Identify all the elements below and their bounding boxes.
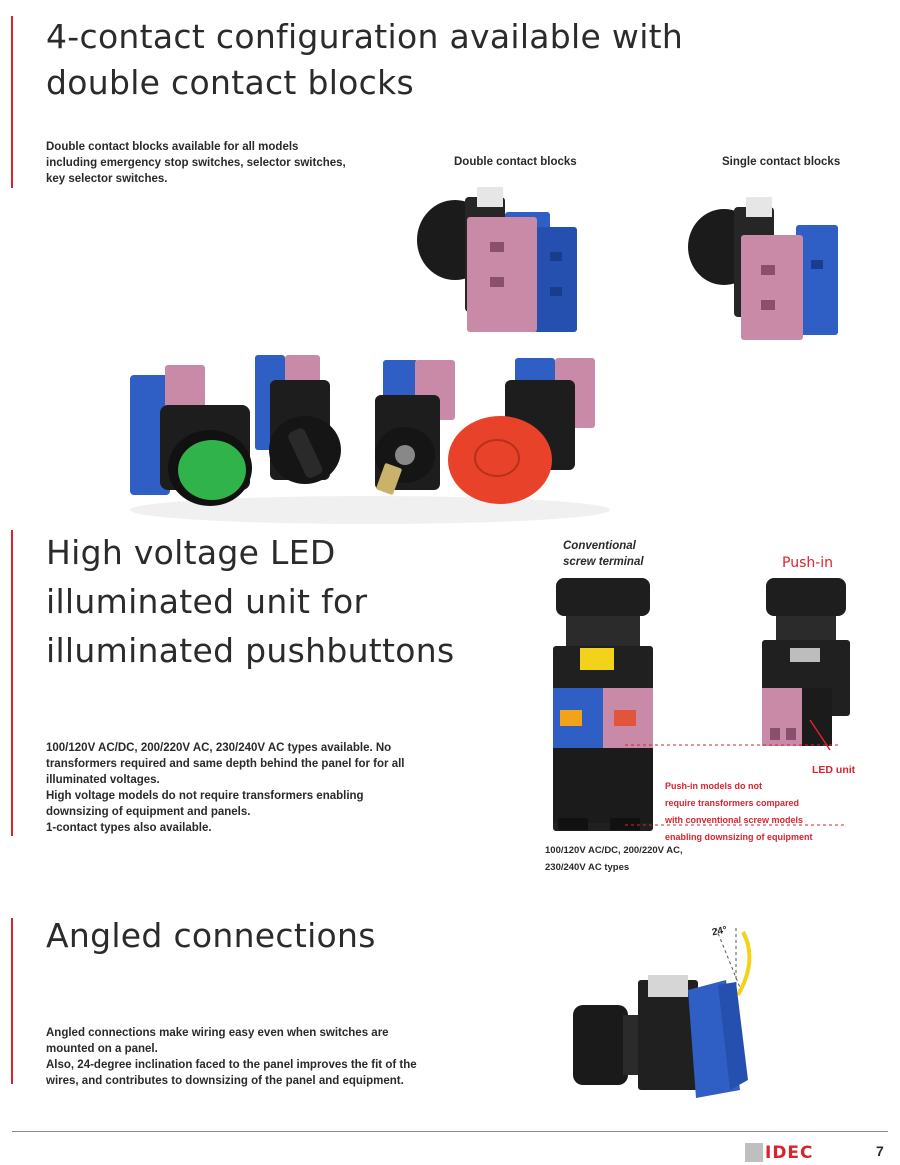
note-line: require transformers compared	[665, 798, 800, 808]
body-line: transformers required and same depth beh…	[46, 758, 405, 770]
section-accent-bar	[11, 918, 13, 1084]
section-accent-bar	[11, 16, 13, 188]
label-led-unit: LED unit	[812, 764, 856, 776]
label-push-in: Push-in	[782, 555, 834, 571]
section-title-4-contact: 4-contact configuration available with d…	[46, 14, 683, 106]
idec-logo-mark	[745, 1143, 763, 1162]
section-body-angled-connections: Angled connections make wiring easy even…	[46, 1025, 417, 1089]
label-line: screw terminal	[563, 556, 644, 568]
footer-divider	[12, 1131, 888, 1132]
idec-logo-text: IDEC	[765, 1142, 814, 1163]
switch-lineup-image	[130, 355, 610, 524]
voltage-line: 100/120V AC/DC, 200/220V AC,	[545, 845, 683, 856]
single-contact-block-switch-image	[688, 197, 838, 340]
caption-double-contact-blocks: Double contact blocks	[454, 156, 577, 168]
section-accent-bar	[11, 530, 13, 836]
push-in-switch-image	[762, 578, 850, 746]
body-line: wires, and contributes to downsizing of …	[46, 1075, 404, 1087]
selector-switch	[255, 355, 341, 484]
body-line: downsizing of equipment and panels.	[46, 806, 251, 818]
section-title-high-voltage-led: High voltage LED illuminated unit for il…	[46, 528, 454, 675]
emergency-stop-switch	[448, 358, 595, 504]
voltage-types-label: 100/120V AC/DC, 200/220V AC, 230/240V AC…	[545, 842, 683, 876]
note-push-in-advantage: Push-in models do not require transforme…	[665, 778, 813, 846]
label-conventional-screw-terminal: Conventional screw terminal	[563, 538, 644, 570]
conventional-screw-terminal-switch-image	[553, 578, 653, 831]
title-line: illuminated unit for	[46, 582, 368, 621]
section-title-angled-connections: Angled connections	[46, 916, 376, 955]
section-body-high-voltage-led: 100/120V AC/DC, 200/220V AC, 230/240V AC…	[46, 740, 404, 836]
double-contact-block-switch-image	[417, 187, 577, 332]
body-line: 1-contact types also available.	[46, 822, 212, 834]
note-line: enabling downsizing of equipment	[665, 832, 813, 842]
body-line: Angled connections make wiring easy even…	[46, 1027, 389, 1039]
body-line: 100/120V AC/DC, 200/220V AC, 230/240V AC…	[46, 742, 392, 754]
body-line: key selector switches.	[46, 173, 168, 185]
angled-connection-switch-image	[573, 927, 752, 1098]
green-pushbutton-switch	[130, 365, 252, 506]
title-line: double contact blocks	[46, 63, 414, 102]
section-body-4-contact: Double contact blocks available for all …	[46, 139, 346, 187]
body-line: mounted on a panel.	[46, 1043, 158, 1055]
body-line: illuminated voltages.	[46, 774, 160, 786]
caption-single-contact-blocks: Single contact blocks	[722, 156, 841, 168]
title-line: High voltage LED	[46, 533, 336, 572]
annotation-lines	[625, 719, 845, 826]
note-line: Push-in models do not	[665, 781, 762, 791]
body-line: Double contact blocks available for all …	[46, 141, 299, 153]
idec-logo: IDEC	[745, 1142, 814, 1163]
body-line: High voltage models do not require trans…	[46, 790, 364, 802]
body-line: including emergency stop switches, selec…	[46, 157, 346, 169]
page-number: 7	[876, 1143, 884, 1159]
label-line: Conventional	[563, 540, 636, 552]
body-line: Also, 24-degree inclination faced to the…	[46, 1059, 417, 1071]
key-selector-switch	[375, 360, 455, 495]
voltage-line: 230/240V AC types	[545, 862, 630, 873]
note-line: with conventional screw models	[665, 815, 804, 825]
title-line: 4-contact configuration available with	[46, 17, 684, 56]
title-line: illuminated pushbuttons	[46, 631, 455, 670]
